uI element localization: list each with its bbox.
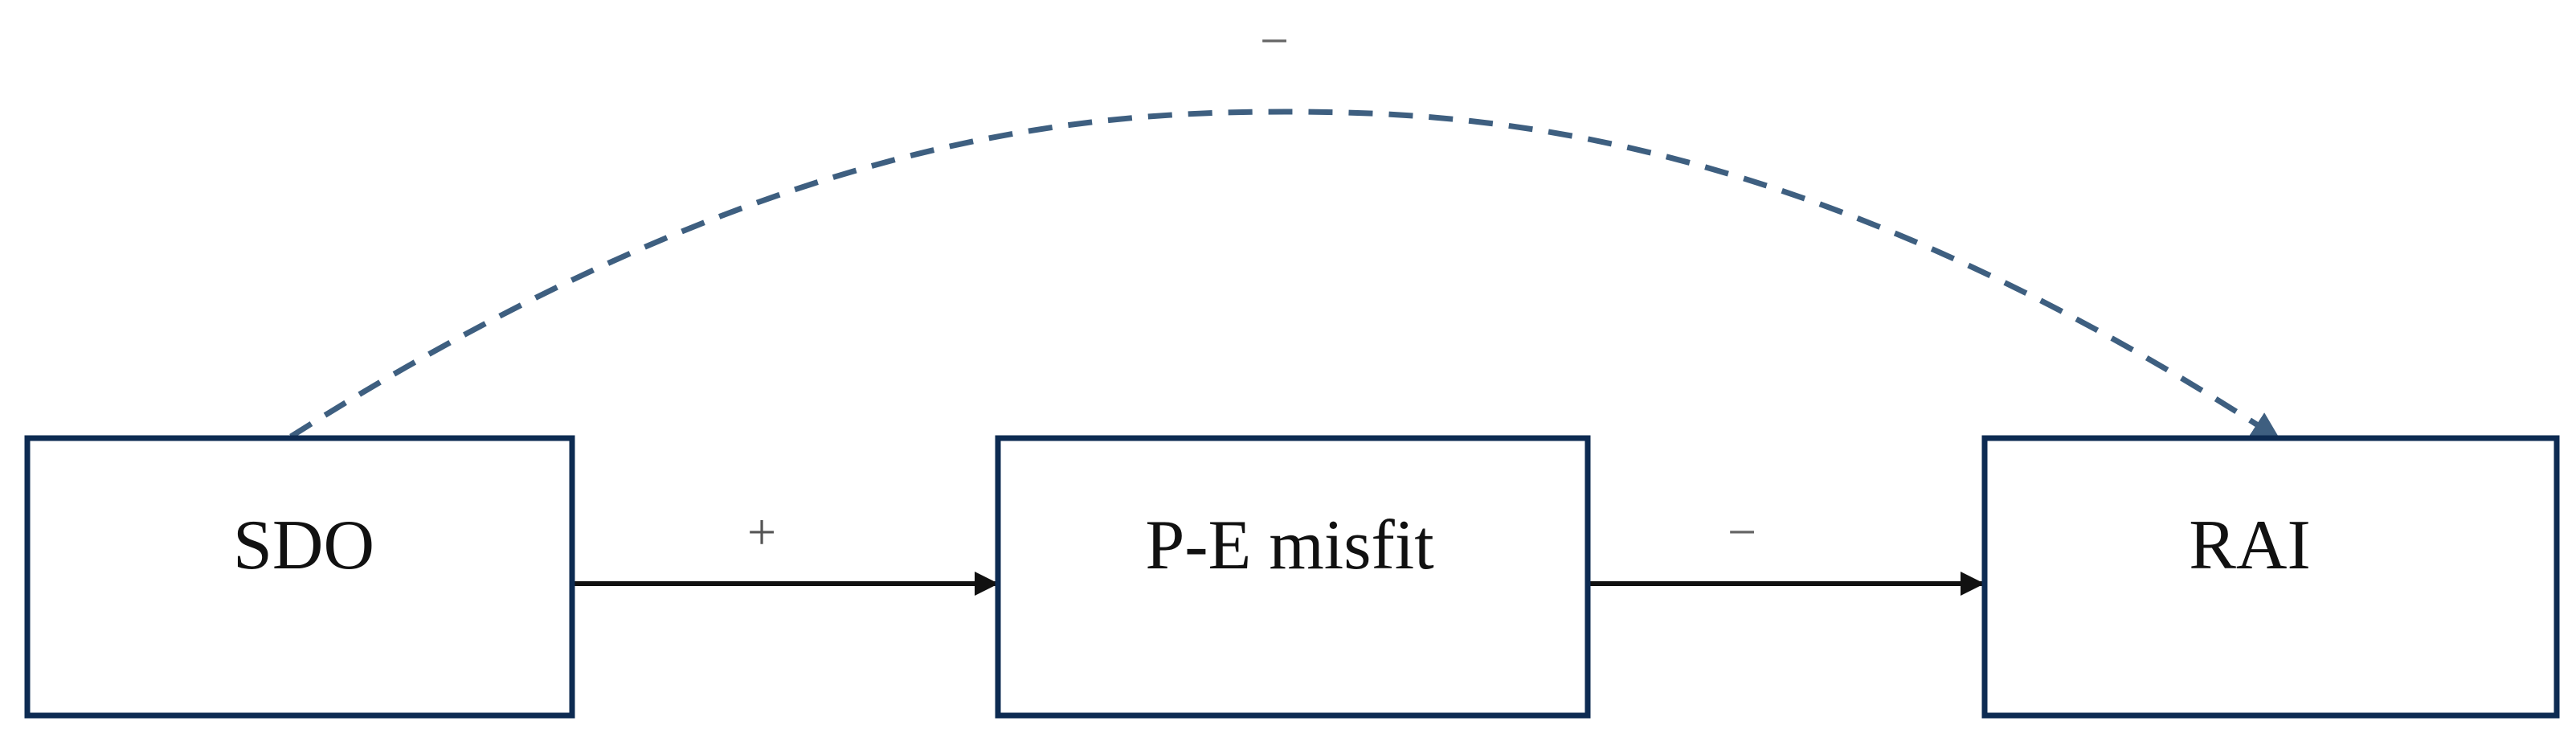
rai-box: [1981, 435, 2560, 719]
pe-misfit-to-rai-sign: −: [1728, 503, 1756, 560]
sdo-box: [24, 435, 575, 719]
direct-effect-sign: −: [1260, 12, 1289, 69]
pe-misfit-box: [995, 435, 1591, 719]
rai-label: RAI: [2189, 506, 2311, 584]
pe-misfit-label: P-E misfit: [1145, 506, 1433, 584]
sdo-to-pe-misfit-sign: +: [747, 503, 776, 560]
sdo-label: SDO: [233, 506, 374, 584]
direct-effect-dashed-arrow: [289, 109, 2280, 441]
